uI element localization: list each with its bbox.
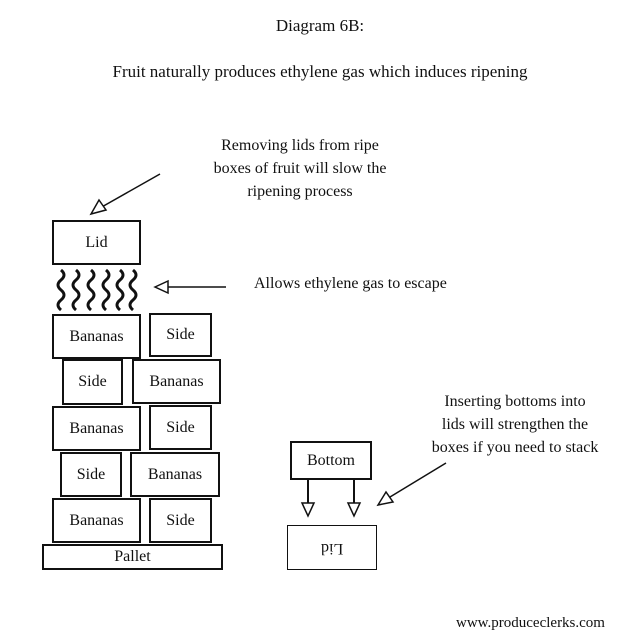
ethylene-gas-waves-icon xyxy=(56,268,138,312)
stack-lid-label: Lid xyxy=(85,233,108,251)
pallet-label: Pallet xyxy=(114,548,151,565)
inset-bottom-box: Bottom xyxy=(290,441,372,480)
diagram-subtitle: Fruit naturally produces ethylene gas wh… xyxy=(112,62,528,81)
website-footer: www.produceclerks.com xyxy=(456,615,605,631)
arrow-to-gas xyxy=(153,279,226,295)
stack-lid: Lid xyxy=(52,220,141,265)
box-row2-left: Side xyxy=(62,359,123,405)
box-label: Side xyxy=(76,465,106,483)
note-line: lids will strengthen the xyxy=(441,416,589,433)
note-line: boxes if you need to stack xyxy=(431,439,599,456)
inset-down-arrow-left xyxy=(300,480,316,518)
box-label: Side xyxy=(78,373,107,390)
box-row4-right: Bananas xyxy=(130,452,220,497)
insert-bottoms-note: Inserting bottoms into lids will strengt… xyxy=(400,390,630,459)
box-label: Side xyxy=(166,326,195,343)
box-label: Bananas xyxy=(69,419,124,437)
box-label: Bananas xyxy=(149,372,204,390)
box-row1-right: Side xyxy=(149,313,212,357)
inset-down-arrow-right xyxy=(346,480,362,518)
box-label: Bananas xyxy=(69,327,124,345)
box-label: Bananas xyxy=(69,511,124,529)
gas-escape-note: Allows ethylene gas to escape xyxy=(254,275,447,292)
box-row5-left: Bananas xyxy=(52,498,141,543)
inset-lid-box: Lid xyxy=(287,525,377,570)
box-row2-right: Bananas xyxy=(132,359,221,404)
inset-bottom-label: Bottom xyxy=(306,451,355,469)
box-label: Side xyxy=(166,511,195,529)
remove-lids-note: Removing lids from ripe boxes of fruit w… xyxy=(170,134,430,203)
note-line: Removing lids from ripe xyxy=(221,137,379,154)
arrow-to-inset xyxy=(376,462,447,507)
box-label: Bananas xyxy=(147,465,203,483)
note-line: Inserting bottoms into xyxy=(444,393,586,410)
note-line: boxes of fruit will slow the xyxy=(213,160,387,177)
box-row4-left: Side xyxy=(60,452,122,497)
box-row1-left: Bananas xyxy=(52,314,141,359)
box-row3-left: Bananas xyxy=(52,406,141,451)
note-line: ripening process xyxy=(247,183,353,200)
box-label: Side xyxy=(166,418,195,436)
box-row3-right: Side xyxy=(149,405,212,450)
diagram-title: Diagram 6B: xyxy=(275,16,365,35)
pallet: Pallet xyxy=(42,544,223,570)
box-row5-right: Side xyxy=(149,498,212,543)
arrow-to-lid xyxy=(89,173,161,216)
